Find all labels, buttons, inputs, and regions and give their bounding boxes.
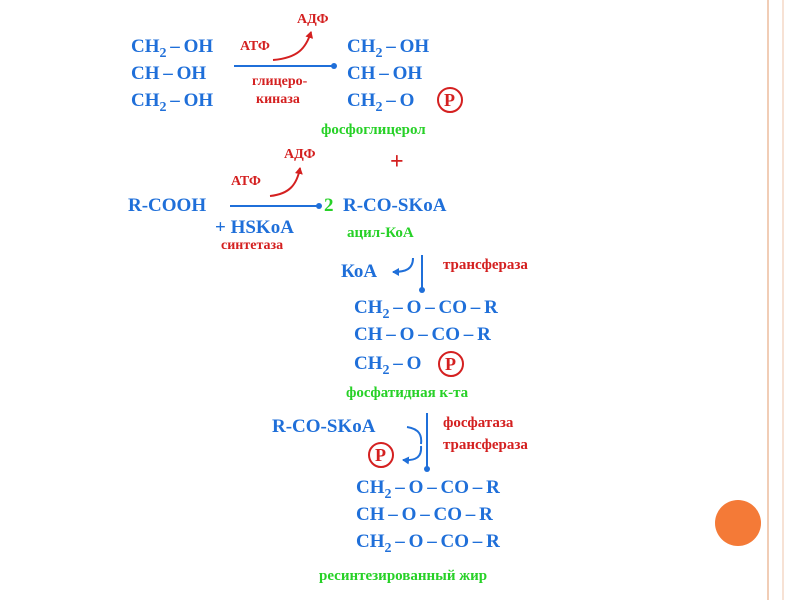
step4-enzyme-line1: фосфатаза — [443, 415, 514, 431]
step3-arrow-dot — [419, 287, 425, 293]
step2-arrow-dot — [316, 203, 322, 209]
released-coa: КоА — [341, 261, 378, 282]
step4-phosphate: P — [375, 445, 386, 465]
step2-adp-label: АДФ — [284, 147, 316, 162]
final-product-label: ресинтезированный жир — [319, 568, 488, 584]
step2-atp-curve — [269, 167, 303, 197]
step2-product-label: ацил-КоА — [347, 225, 414, 241]
step3-koa-curve — [392, 257, 414, 276]
step4-acyl-coa: R-CO-SKoA — [272, 416, 376, 437]
step1-arrow-dot — [331, 63, 337, 69]
triglyceride-row-3: CH2 – O – CO – R — [356, 531, 500, 556]
triglyceride-row-1: CH2 – O – CO – R — [356, 477, 500, 502]
phosphatidic-row-1: CH2 – O – CO – R — [354, 297, 498, 322]
glycerol-row-2: CH – OH — [131, 63, 207, 84]
stoichiometric-coefficient: 2 — [324, 195, 334, 216]
step2-atp-label: АТФ — [231, 174, 261, 189]
step1-atp-label: АТФ — [240, 39, 270, 54]
plus-sign: + — [390, 149, 404, 175]
step4-arrow-dot — [424, 466, 430, 472]
coenzyme-a: + HSKoA — [215, 217, 294, 238]
step4-enzyme-line2: трансфераза — [443, 437, 528, 453]
step3-product-label: фосфатидная к-та — [346, 385, 469, 401]
fatty-acid-formula: R-COOH — [128, 195, 207, 216]
step3-phosphate: P — [445, 354, 456, 374]
phosphoglycerol-row-2: CH – OH — [347, 63, 423, 84]
phosphoglycerol-row-3: CH2 – O — [347, 90, 415, 115]
step1-phosphate: P — [444, 90, 455, 110]
step3-enzyme-label: трансфераза — [443, 257, 528, 273]
step1-adp-label: АДФ — [297, 12, 329, 27]
phosphatidic-row-2: CH – O – CO – R — [354, 324, 491, 345]
phosphoglycerol-row-1: CH2 – OH — [347, 36, 430, 61]
step1-atp-curve — [272, 31, 314, 61]
step4-p-curve — [402, 445, 423, 465]
step2-enzyme-label: синтетаза — [221, 238, 284, 253]
step1-enzyme-line2: киназа — [256, 92, 300, 107]
step1-enzyme-line1: глицеро- — [252, 74, 308, 89]
step1-product-label: фосфоглицерол — [321, 122, 426, 138]
glycerol-row-3: CH2 – OH — [131, 90, 214, 115]
acyl-coa-formula: R-CO-SKoA — [343, 195, 447, 216]
phosphatidic-row-3: CH2 – O — [354, 353, 422, 378]
triglyceride-row-2: CH – O – CO – R — [356, 504, 493, 525]
glycerol-row-1: CH2 – OH — [131, 36, 214, 61]
decorative-dot — [715, 500, 761, 546]
step4-skoa-curve — [406, 426, 423, 445]
